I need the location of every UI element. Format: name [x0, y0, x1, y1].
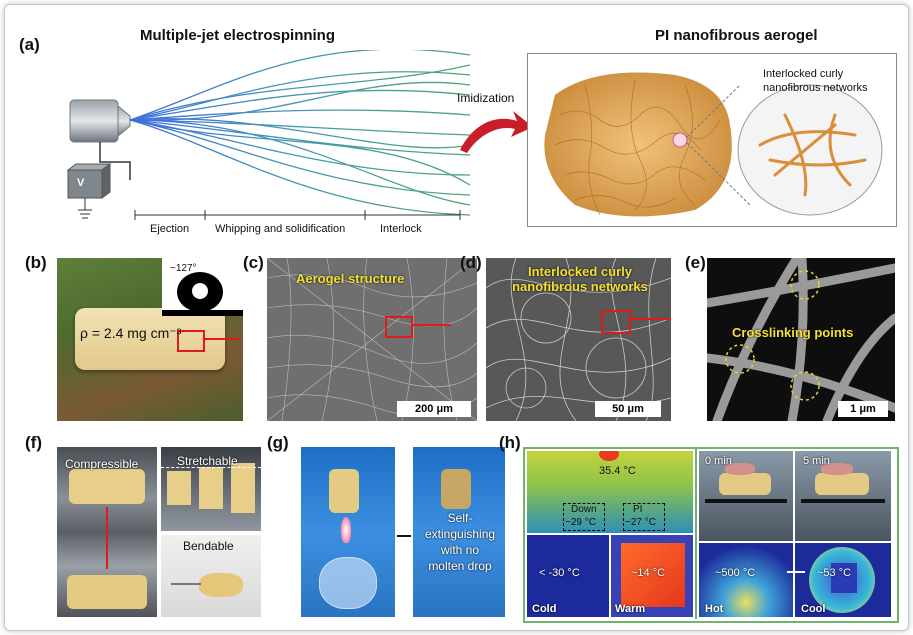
time-5: 5 min — [803, 455, 830, 467]
panel-a-title-right: PI nanofibrous aerogel — [655, 27, 818, 44]
cool-label: Cool — [801, 603, 826, 615]
zoom-box-c — [385, 316, 413, 338]
bendable-label: Bendable — [183, 539, 234, 553]
panel-g-label: (g) — [267, 433, 289, 452]
pi-temp: ~27 °C — [625, 517, 656, 528]
hot-stage-0 — [699, 451, 793, 541]
scale-bar-c: 200 μm — [397, 401, 471, 417]
scale-bar-e: 1 μm — [838, 401, 888, 417]
stretchable-label: Stretchable — [177, 454, 238, 468]
panel-a-title-left: Multiple-jet electrospinning — [140, 27, 336, 44]
time-0: 0 min — [705, 455, 732, 467]
voltage-label: V — [77, 177, 85, 189]
burn-photo — [301, 447, 395, 617]
panel-a-label: (a) — [19, 35, 40, 54]
stage-interlock: Interlock — [380, 223, 422, 235]
network-label: Interlocked curly nanofibrous networks — [763, 68, 868, 94]
sem-image-e — [707, 258, 895, 421]
compressible-label: Compressible — [65, 457, 139, 471]
warm-label: Warm — [615, 603, 646, 615]
thermal-warm — [611, 535, 693, 617]
thermal-cool — [795, 543, 891, 617]
cool-temp: ~53 °C — [817, 567, 852, 579]
panel-f-label: (f) — [25, 433, 42, 452]
temp-top: 35.4 °C — [599, 465, 636, 477]
figure-frame: (a) Multiple-jet electrospinning — [4, 4, 909, 631]
stage-whipping: Whipping and solidification — [215, 223, 346, 235]
aerogel-sample — [75, 308, 225, 370]
panel-h-label: (h) — [499, 433, 521, 452]
down-label: Down — [571, 504, 597, 515]
pi-label: PI — [633, 504, 643, 515]
thermal-hot — [699, 543, 793, 617]
warm-temp: ~14 °C — [631, 567, 666, 579]
down-temp: ~29 °C — [565, 517, 596, 528]
zoom-box-d — [601, 310, 631, 334]
compress-photo — [57, 447, 157, 617]
panel-d-label: (d) — [460, 253, 482, 272]
thermal-frame — [523, 447, 899, 623]
contact-angle: ~127° — [170, 263, 197, 274]
zoom-box — [177, 330, 205, 352]
imidization-label: Imidization — [457, 91, 515, 105]
hot-stage-5 — [795, 451, 891, 541]
aerogel-photo — [57, 258, 243, 421]
density-label: ρ = 2.4 mg cm⁻³ — [80, 325, 182, 341]
stage-ejection: Ejection — [150, 223, 190, 235]
caption-d: Interlocked curly nanofibrous networks — [512, 264, 648, 294]
panel-c-label: (c) — [243, 253, 264, 272]
panel-e-label: (e) — [685, 253, 706, 272]
aerogel-illustration — [544, 72, 883, 217]
caption-c: Aerogel structure — [296, 271, 405, 286]
sem-image-d — [486, 258, 671, 421]
self-extinguishing-text: Self-extinguishing with no molten drop — [425, 511, 496, 573]
g-arrow — [397, 535, 411, 537]
contact-angle-inset — [162, 258, 243, 316]
hot-temp: ~500 °C — [715, 567, 756, 579]
h-arrow — [787, 571, 805, 573]
thermal-cold — [527, 535, 609, 617]
electrospinning-diagram — [66, 50, 471, 220]
bend-photo — [161, 535, 261, 617]
extinguished-photo — [413, 447, 505, 617]
panel-b-label: (b) — [25, 253, 47, 272]
cold-label: Cold — [532, 603, 557, 615]
thermal-top — [527, 451, 693, 533]
hot-label: Hot — [705, 603, 724, 615]
cold-temp: < -30 °C — [539, 567, 580, 579]
scale-bar-d: 50 μm — [595, 401, 661, 417]
stretch-photo — [161, 447, 261, 531]
imidization-arrow — [460, 111, 533, 153]
caption-e: Crosslinking points — [732, 325, 854, 340]
